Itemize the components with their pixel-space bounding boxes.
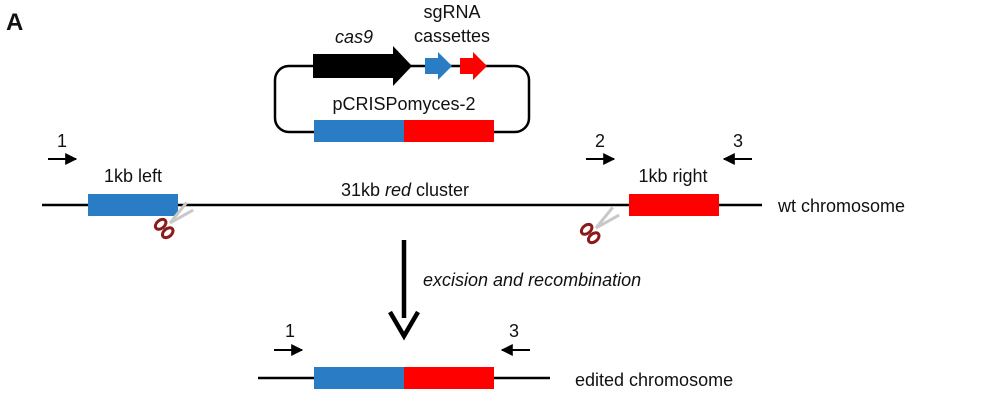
cas9-label: cas9 <box>335 27 373 47</box>
right-arm-label: 1kb right <box>638 166 707 186</box>
wt-chromosome: 1kb left 1kb right 31kb red cluster wt c… <box>42 131 905 245</box>
cluster-label-suffix: cluster <box>411 180 469 200</box>
step-label: excision and recombination <box>423 270 641 290</box>
cluster-label: 31kb red cluster <box>341 180 469 200</box>
plasmid-left-homology <box>314 120 404 142</box>
scissors-icon <box>153 201 194 240</box>
edited-left-homology <box>314 367 404 389</box>
wt-chromosome-label: wt chromosome <box>777 196 905 216</box>
left-arm-label: 1kb left <box>104 166 162 186</box>
plasmid: cas9 sgRNA cassettes pCRISPomyces-2 <box>273 2 531 142</box>
edited-primer-1-label: 1 <box>285 321 295 341</box>
plasmid-right-homology <box>404 120 494 142</box>
wt-left-homology <box>88 194 178 216</box>
scissors-icon <box>579 206 620 245</box>
edited-right-homology <box>404 367 494 389</box>
process-step: excision and recombination <box>388 240 641 341</box>
edited-chromosome-label: edited chromosome <box>575 370 733 390</box>
primer-1-label: 1 <box>57 131 67 151</box>
wt-right-homology <box>629 194 719 216</box>
sgrna-label-line1: sgRNA <box>423 2 480 22</box>
edited-chromosome: edited chromosome 1 3 <box>258 321 733 390</box>
down-arrow-icon <box>388 310 420 341</box>
cluster-label-prefix: 31kb <box>341 180 385 200</box>
edited-primer-3-label: 3 <box>509 321 519 341</box>
cas9-arrow <box>313 46 412 86</box>
primer-3-label: 3 <box>733 131 743 151</box>
sgrna-blue-arrow <box>425 52 452 80</box>
sgrna-label-line2: cassettes <box>414 26 490 46</box>
plasmid-name: pCRISPomyces-2 <box>332 94 475 114</box>
cluster-label-italic: red <box>385 180 412 200</box>
panel-label: A <box>6 9 23 36</box>
sgrna-red-arrow <box>460 52 487 80</box>
primer-2-label: 2 <box>595 131 605 151</box>
